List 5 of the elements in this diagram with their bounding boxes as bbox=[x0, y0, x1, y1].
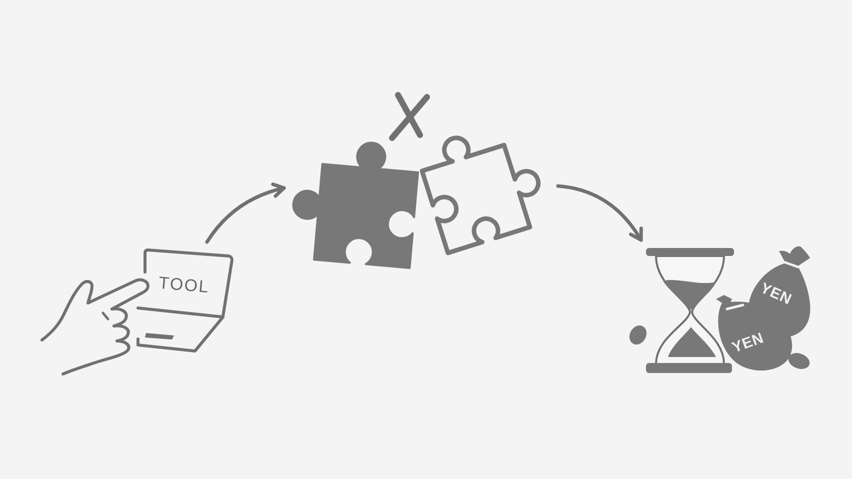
laptop-screen-text: TOOL bbox=[158, 274, 210, 296]
curved-arrow bbox=[205, 182, 286, 244]
money-bag-text: YEN bbox=[730, 330, 766, 356]
curved-arrow bbox=[556, 184, 643, 242]
money-bag-text: YEN bbox=[758, 280, 794, 308]
